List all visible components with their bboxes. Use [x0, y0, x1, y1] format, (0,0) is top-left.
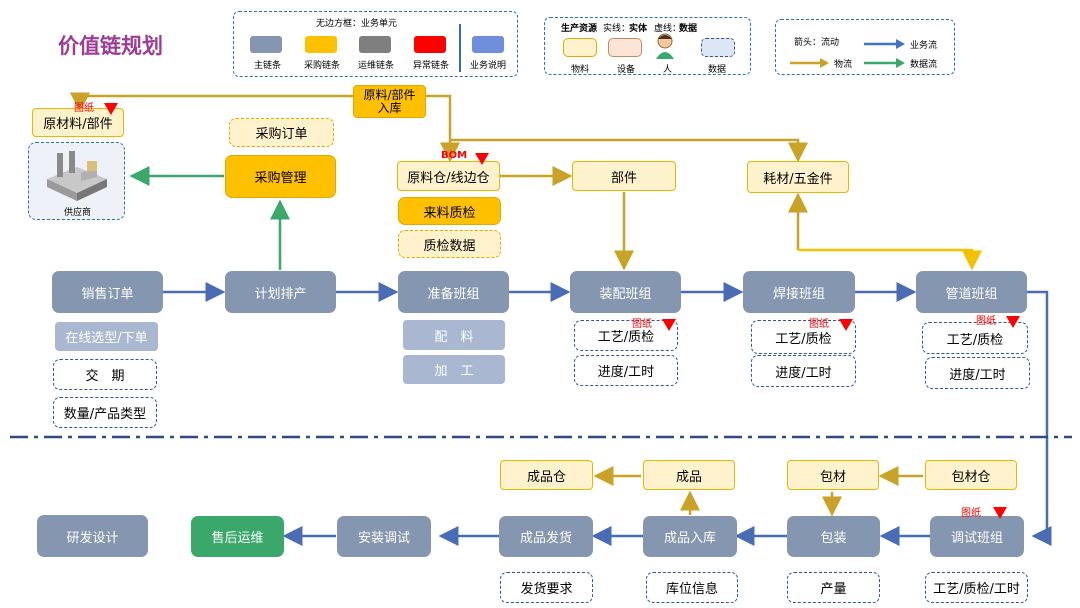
welding-drawing-label: 图纸: [809, 319, 829, 330]
legend-resources-title-e: 数据: [679, 24, 698, 34]
legend-material-label: 物料: [571, 65, 590, 75]
assembly-drawing-marker-icon: [662, 319, 676, 331]
output-note: 产量: [787, 572, 880, 603]
qty-type-note: 数量/产品类型: [53, 397, 157, 428]
legend-units-title: 无边方框：业务单元: [316, 19, 398, 29]
after-sales-box[interactable]: 售后运维: [191, 516, 284, 557]
legend-divider: [459, 24, 461, 72]
consumables-box[interactable]: 耗材/五金件: [747, 161, 849, 193]
fg-warehouse-box[interactable]: 成品仓: [500, 460, 593, 490]
processing-note: 加 工: [403, 355, 505, 384]
material-flow-top: [70, 92, 808, 271]
material-flow-bottom: [593, 466, 923, 517]
material-prep-note: 配 料: [403, 320, 505, 350]
legend-note-chip: [472, 36, 504, 53]
parts-box[interactable]: 部件: [572, 161, 676, 191]
legend-resources-title-b: 实线：: [603, 24, 631, 34]
legend-resources-title-d: 虚线：: [654, 24, 682, 34]
pipe-team-box[interactable]: 管道班组: [916, 271, 1027, 313]
warehouse-box[interactable]: 原料仓/线边仓: [397, 161, 500, 191]
debug-team-box[interactable]: 调试班组: [930, 516, 1024, 557]
supplier-box[interactable]: 供应商: [28, 142, 125, 220]
welding-team-box[interactable]: 焊接班组: [743, 271, 855, 313]
legend-exception-chip: [414, 36, 446, 53]
legend-ops-chip: [359, 36, 391, 53]
packing-box[interactable]: 包装: [787, 516, 880, 557]
bom-marker-icon: [475, 153, 489, 165]
legend-ops-label: 运维链条: [358, 61, 395, 71]
install-box[interactable]: 安装调试: [337, 516, 431, 557]
legend-arrow-label: 箭头：流动: [794, 38, 840, 48]
legend-resources: 生产资源 实线： 实体 虚线： 数据 物料 设备 人 数据: [544, 17, 751, 75]
pipe-progress-note: 进度/工时: [925, 357, 1030, 389]
bom-label: BOM: [441, 150, 468, 161]
legend-purchase-label: 采购链条: [304, 61, 341, 71]
pipe-drawing-marker-icon: [1006, 316, 1020, 328]
legend-equipment-label: 设备: [617, 65, 636, 75]
pipe-qc-note: 工艺/质检: [922, 322, 1028, 354]
assembly-drawing-label: 图纸: [632, 319, 652, 330]
debug-drawing-marker-icon: [993, 507, 1007, 519]
legend-resources-title-a: 生产资源: [561, 24, 598, 34]
legend-resources-title-c: 实体: [629, 24, 648, 34]
legend-flows: 箭头：流动 业务流 物流 数据流: [775, 19, 955, 75]
welding-qc-note: 工艺/质检: [751, 320, 856, 354]
raw-parts-drawing-label: 图纸: [74, 103, 94, 114]
planning-box[interactable]: 计划排产: [225, 271, 336, 313]
factory-icon: [47, 151, 107, 201]
legend-main-label: 主链条: [254, 61, 282, 71]
person-icon: [655, 33, 675, 59]
legend-exception-label: 异常链条: [413, 61, 450, 71]
drawing-marker-icon: [104, 103, 118, 115]
legend-material-chip: [563, 38, 597, 57]
pack-warehouse-box[interactable]: 包材仓: [925, 460, 1017, 490]
debug-note: 工艺/质检/工时: [925, 572, 1028, 603]
legend-units: 无边方框：业务单元 主链条 采购链条 运维链条 异常链条 业务说明: [233, 11, 518, 77]
data-flow: [129, 166, 290, 270]
purchase-order-box[interactable]: 采购订单: [229, 118, 334, 147]
prep-team-box[interactable]: 准备班组: [398, 271, 509, 313]
legend-data-label: 数据: [708, 65, 727, 75]
consumables-to-pipe: [798, 248, 982, 271]
ship-req-note: 发货要求: [500, 572, 593, 603]
assembly-team-box[interactable]: 装配班组: [570, 271, 681, 313]
business-flow: [163, 282, 1052, 546]
qc-data-box[interactable]: 质检数据: [398, 230, 501, 258]
pipe-drawing-label: 图纸: [976, 316, 996, 327]
delivery-date-note: 交 期: [53, 359, 157, 390]
assembly-qc-note: 工艺/质检: [574, 320, 678, 351]
finished-box[interactable]: 成品: [643, 460, 735, 490]
legend-equipment-chip: [608, 38, 642, 57]
legend-person-label: 人: [663, 65, 673, 75]
legend-arrows: [790, 39, 905, 68]
legend-data-chip: [701, 38, 735, 57]
online-select-note: 在线选型/下单: [55, 322, 158, 351]
incoming-qc-box[interactable]: 来料质检: [398, 197, 501, 225]
legend-purchase-chip: [305, 36, 337, 53]
page-title: 价值链规划: [58, 34, 163, 58]
sales-order-box[interactable]: 销售订单: [52, 271, 163, 313]
assembly-progress-note: 进度/工时: [574, 355, 678, 386]
legend-material-flow-label: 物流: [834, 60, 853, 70]
pack-material-box[interactable]: 包材: [787, 460, 879, 490]
legend-business-flow-label: 业务流: [910, 41, 938, 51]
legend-data-flow-label: 数据流: [910, 60, 938, 70]
supplier-label: 供应商: [63, 208, 91, 218]
fg-inbound-box[interactable]: 成品入库: [643, 516, 737, 557]
rnd-box[interactable]: 研发设计: [37, 515, 148, 557]
legend-note-label: 业务说明: [470, 61, 507, 71]
location-info-note: 库位信息: [646, 572, 738, 603]
welding-drawing-marker-icon: [839, 319, 853, 331]
ship-box[interactable]: 成品发货: [499, 516, 593, 557]
legend-main-chip: [250, 36, 282, 53]
inbound-box[interactable]: 原料/部件 入库: [353, 85, 426, 118]
purchase-mgmt-box[interactable]: 采购管理: [225, 155, 336, 198]
welding-progress-note: 进度/工时: [751, 355, 856, 387]
debug-drawing-label: 图纸: [961, 508, 981, 519]
